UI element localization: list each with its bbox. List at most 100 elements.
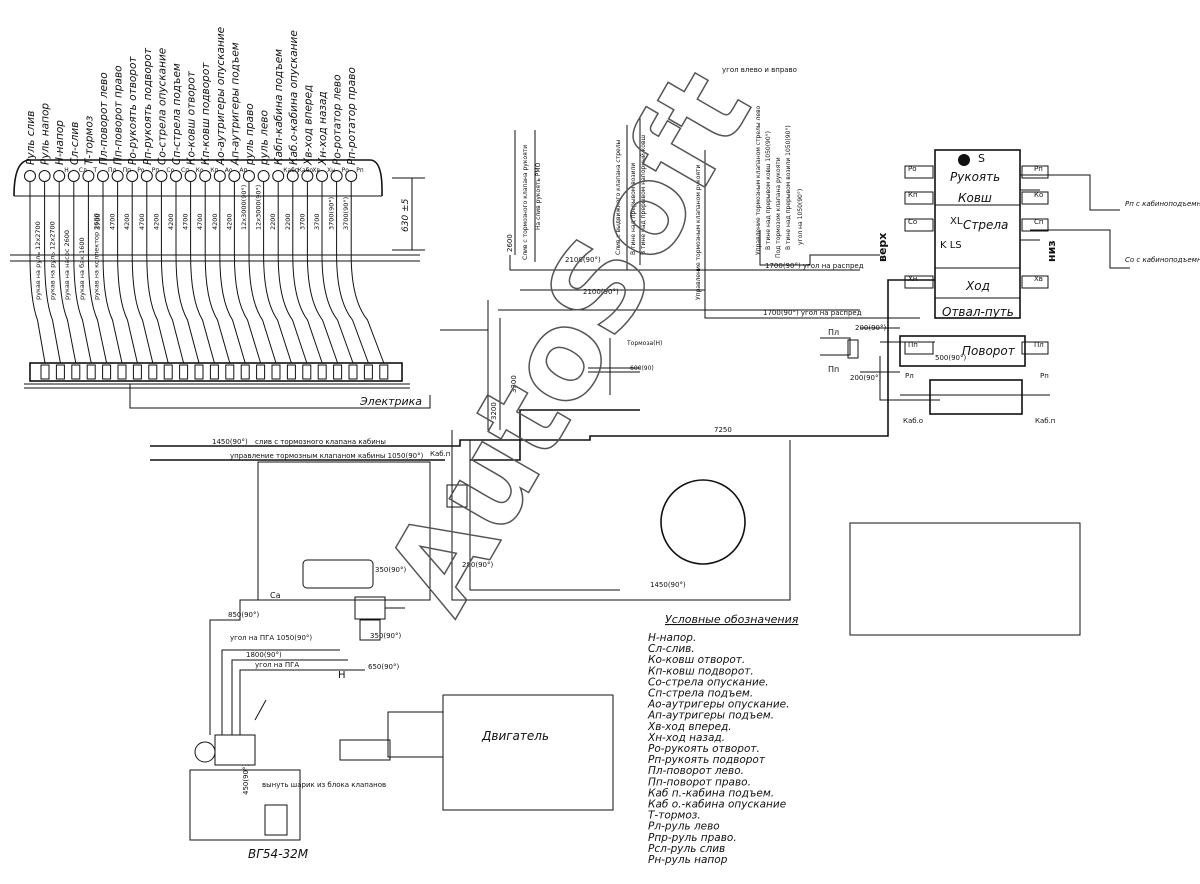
top-port-letter-6: Пп [123, 167, 132, 174]
top-label-6: Пп-поворот право [113, 65, 125, 165]
distributor: S Рукоять Ковш Стрела XL K LS Ход Отвал-… [828, 149, 1200, 374]
hose-11 [190, 182, 215, 364]
dim-2100b: 2100(90°) [583, 288, 619, 296]
empty-frame [849, 522, 1081, 636]
hose-label-2: рукав на насос 2600 [63, 230, 71, 300]
hose-label-20: 3700 [313, 213, 321, 230]
hose-9 [160, 182, 185, 364]
steering-block: Рл Рп Каб.о Каб.п [900, 372, 1055, 425]
top-port-6 [111, 170, 124, 182]
dim-1700: 1700(90°) угол на распред [765, 262, 864, 270]
legend-item-16: Т-тормоз. [648, 810, 701, 822]
manifold-fitting-10 [194, 364, 204, 380]
top-label-20: Хн-ход назад [317, 91, 329, 166]
dist-port-right-3: Хв [1034, 275, 1043, 283]
electrics-line: Электрика [129, 384, 431, 409]
dim-7250: 7250 [714, 426, 732, 434]
dim-200a: 200(90°) [855, 324, 886, 332]
dist-fitting-right-3 [1021, 275, 1049, 289]
top-port-20 [316, 170, 328, 182]
dist-section-0: Рукоять [950, 170, 1000, 184]
top-label-14: Ап-аутригеры подъем [229, 42, 241, 166]
dist-port-left-1: Кп [908, 191, 918, 199]
dist-fitting-left-1 [904, 191, 934, 205]
dist-port-left-4: Пп [908, 341, 918, 349]
top-port-letter-2: Н [64, 167, 69, 174]
tormoz: Тормоза(Н) [626, 340, 662, 347]
manifold-fitting-16 [286, 364, 296, 380]
manifold-fitting-9 [179, 364, 189, 380]
top-port-8 [140, 170, 153, 182]
legend-item-0: Н-напор. [648, 632, 696, 644]
top-port-16 [257, 170, 270, 182]
dim-630: 630 ±5 [392, 177, 425, 251]
top-port-11 [184, 170, 197, 182]
top-label-0: Руль слив [25, 111, 37, 165]
top-port-letter-11: Ко [196, 167, 204, 174]
hose-5 [102, 182, 123, 364]
dist-note-so: Со с кабиноподъемника [1125, 256, 1200, 264]
top-port-0 [24, 170, 36, 182]
top-port-letter-14: Ап [239, 167, 247, 174]
top-port-17 [272, 170, 285, 182]
manifold-fitting-19 [333, 364, 343, 380]
legend-item-11: Рп-рукоять подворот [648, 754, 766, 766]
vertical-note-2: Слив с выдвижного клапана стрелы [615, 139, 622, 255]
dist-top: верх [876, 233, 889, 262]
hose-17 [277, 182, 308, 364]
dim-650: 650(90°) [368, 663, 399, 671]
dim-850: 850(90°) [228, 611, 259, 619]
annotations: 2600 2100(90°) 2100(90°) 1700(90°) угол … [212, 66, 966, 681]
top-label-8: Рп-рукоять подворот [142, 47, 154, 165]
steer-rl: Рл [905, 372, 914, 380]
hose-label-22: 3700(90°) [342, 197, 350, 230]
hose-21 [336, 182, 369, 364]
d280: 280(90°) [462, 561, 493, 569]
watermark: AutoSoft [359, 48, 779, 636]
manifold-fitting-20 [348, 364, 358, 380]
legend-item-5: Сп-стрела подъем. [648, 688, 753, 700]
steer-rp: Рп [1040, 372, 1049, 380]
hose-label-3: рукав на бак 1600 [78, 237, 86, 300]
dist-S: S [978, 152, 985, 165]
hose-15 [248, 182, 277, 364]
top-label-16: руль лево [259, 110, 271, 166]
top-port-letter-4: Т [92, 167, 97, 174]
hose-20 [321, 182, 354, 364]
top-collector [13, 159, 383, 197]
distributor-dot [958, 154, 970, 166]
hose-0 [29, 182, 46, 364]
sharik-note: вынуть шарик из блока клапанов [262, 781, 386, 789]
vertical-note-7: В тине над прерывом ковш 1050(90°) [765, 131, 772, 250]
hose-label-21: 3700(90°) [328, 197, 336, 230]
dist-kls: K LS [940, 240, 962, 251]
top-label-10: Сп-стрела подъем [171, 63, 183, 165]
hose-label-10: 4200 [167, 213, 175, 230]
legend-item-14: Каб п.-кабина подъем. [648, 787, 774, 799]
dim-1050: управление тормозным клапаном кабины 105… [230, 452, 424, 460]
hose-10 [175, 182, 200, 364]
top-label-12: Кп-ковш подворот [200, 62, 212, 165]
manifold-fitting-3 [86, 364, 96, 380]
dist-fitting-right-1 [1021, 191, 1049, 205]
hose-22 [350, 182, 385, 364]
dim-630-text: 630 ±5 [401, 198, 411, 232]
manifold-fitting-22 [379, 364, 389, 380]
watermark-text: AutoSoft [360, 48, 779, 634]
legend-item-7: Ап-аутригеры подъем. [647, 710, 774, 722]
hose-8 [146, 182, 169, 364]
dist-port-right-0: Рп [1034, 165, 1043, 173]
dist-fitting-right-0 [1021, 165, 1049, 179]
legend-item-6: Ао-аутригеры опускание. [647, 699, 789, 711]
dim-1700b: 1700(90°) угол на распред [763, 309, 862, 317]
hose-16 [263, 182, 292, 364]
legend-item-12: Пл-поворот лево. [648, 765, 744, 777]
dist-section-1: Ковш [958, 191, 992, 205]
dist-port-left-3: Хн [908, 275, 917, 283]
dist-port-pl: Пл [828, 328, 839, 337]
electrics-label: Электрика [359, 395, 422, 408]
top-port-18 [286, 170, 299, 182]
